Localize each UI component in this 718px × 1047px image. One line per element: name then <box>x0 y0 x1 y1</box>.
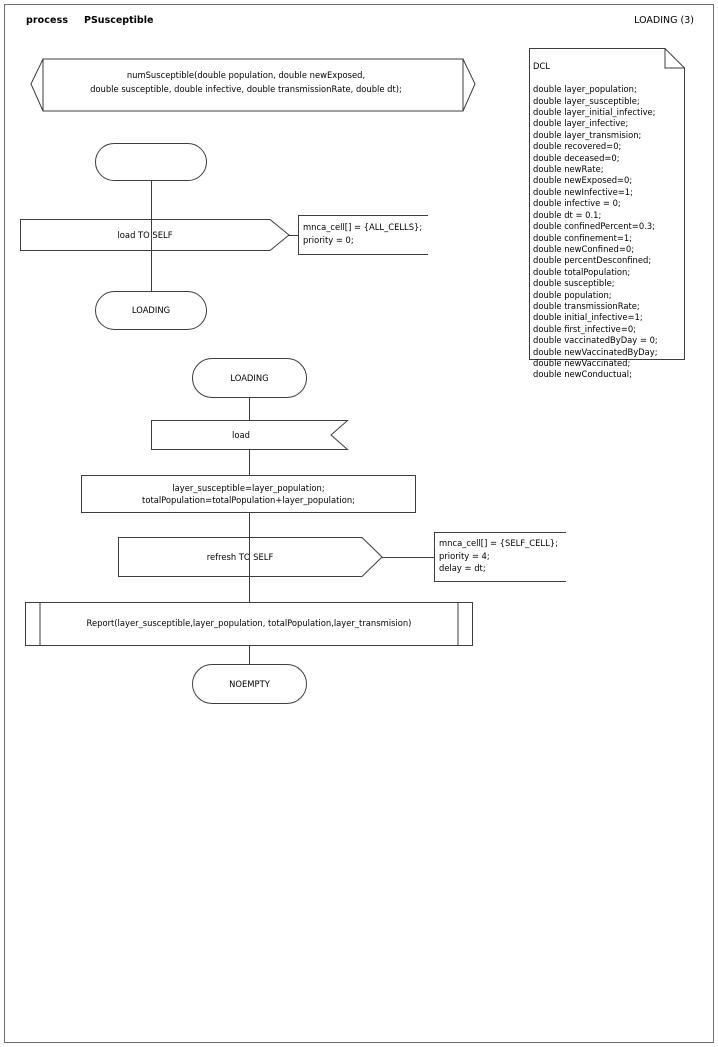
task-assign-symbol[interactable] <box>81 475 416 513</box>
dcl-declaration: double totalPopulation; <box>533 266 631 277</box>
state-start-symbol[interactable] <box>95 143 207 181</box>
connector-through-output-load <box>151 219 152 251</box>
comment-load-text: mnca_cell[] = {ALL_CELLS}; priority = 0; <box>303 221 429 246</box>
dcl-declaration: double susceptible; <box>533 278 615 289</box>
comment-refresh-text: mnca_cell[] = {SELF_CELL}; priority = 4; d… <box>439 537 567 575</box>
dcl-declaration: double dt = 0.1; <box>533 209 602 220</box>
output-load-to-self-symbol[interactable] <box>20 219 290 251</box>
connector-report-to-noempty <box>249 646 250 664</box>
connector-through-output-refresh <box>249 537 250 577</box>
connector-task-to-refresh <box>249 513 250 537</box>
dcl-note-symbol <box>529 48 685 360</box>
comment-refresh-line2: priority = 4; <box>439 550 490 561</box>
dcl-declaration: double vaccinatedByDay = 0; <box>533 335 658 346</box>
comment-refresh-line1: mnca_cell[] = {SELF_CELL}; <box>439 538 558 548</box>
dcl-declaration: double newConfined=0; <box>533 243 635 254</box>
comment-refresh-line3: delay = dt; <box>439 563 486 573</box>
dcl-declaration: double layer_infective; <box>533 118 629 129</box>
header-kind: process <box>26 15 69 26</box>
connector-refresh-to-report <box>249 577 250 602</box>
dcl-declaration: double newVaccinated; <box>533 357 631 368</box>
procedure-call-report-symbol[interactable] <box>25 602 473 646</box>
dcl-declaration: double transmissionRate; <box>533 300 640 311</box>
connector-output-to-loading1 <box>151 251 152 291</box>
connector-loading2-to-input <box>249 398 250 420</box>
state-loading-2-symbol[interactable] <box>192 358 307 398</box>
output-refresh-to-self-symbol[interactable] <box>118 537 383 577</box>
connector-comment-load <box>288 235 298 236</box>
dcl-declaration: double newRate; <box>533 164 604 175</box>
dcl-declaration: double population; <box>533 289 612 300</box>
header-process-name: PSusceptible <box>84 15 154 26</box>
dcl-declaration: double confinedPercent=0.3; <box>533 221 655 232</box>
page-border <box>4 4 714 1043</box>
dcl-declaration: double layer_initial_infective; <box>533 107 656 118</box>
dcl-note-text: DCL double layer_population;double layer… <box>533 50 685 392</box>
dcl-declaration: double percentDesconfined; <box>533 255 652 266</box>
dcl-title: DCL <box>533 61 550 72</box>
procedure-header-symbol <box>30 58 476 112</box>
comment-load-box <box>298 215 428 255</box>
dcl-declaration: double recovered=0; <box>533 141 622 152</box>
dcl-declaration: double confinement=1; <box>533 232 633 243</box>
input-load-symbol[interactable] <box>151 420 349 450</box>
connector-comment-refresh <box>382 557 434 558</box>
comment-load-line1: mnca_cell[] = {ALL_CELLS}; <box>303 222 423 232</box>
comment-load-line2: priority = 0; <box>303 234 354 245</box>
state-noempty-symbol[interactable] <box>192 664 307 704</box>
dcl-declaration: double initial_infective=1; <box>533 312 643 323</box>
connector-start-to-output <box>151 181 152 219</box>
dcl-declaration: double newInfective=1; <box>533 186 633 197</box>
comment-refresh-box <box>434 532 566 582</box>
dcl-declaration: double first_infective=0; <box>533 323 636 334</box>
dcl-declarations: double layer_population;double layer_sus… <box>533 84 685 381</box>
header-page-reference: LOADING (3) <box>634 15 694 26</box>
dcl-declaration: double deceased=0; <box>533 152 620 163</box>
dcl-declaration: double layer_transmision; <box>533 129 642 140</box>
dcl-declaration: double newExposed=0; <box>533 175 633 186</box>
dcl-declaration: double infective = 0; <box>533 198 621 209</box>
dcl-declaration: double newConductual; <box>533 369 632 380</box>
dcl-declaration: double layer_population; <box>533 84 637 95</box>
state-loading-1-symbol[interactable] <box>95 291 207 330</box>
dcl-declaration: double layer_susceptible; <box>533 95 640 106</box>
connector-input-to-task <box>249 450 250 475</box>
dcl-declaration: double newVaccinatedByDay; <box>533 346 658 357</box>
